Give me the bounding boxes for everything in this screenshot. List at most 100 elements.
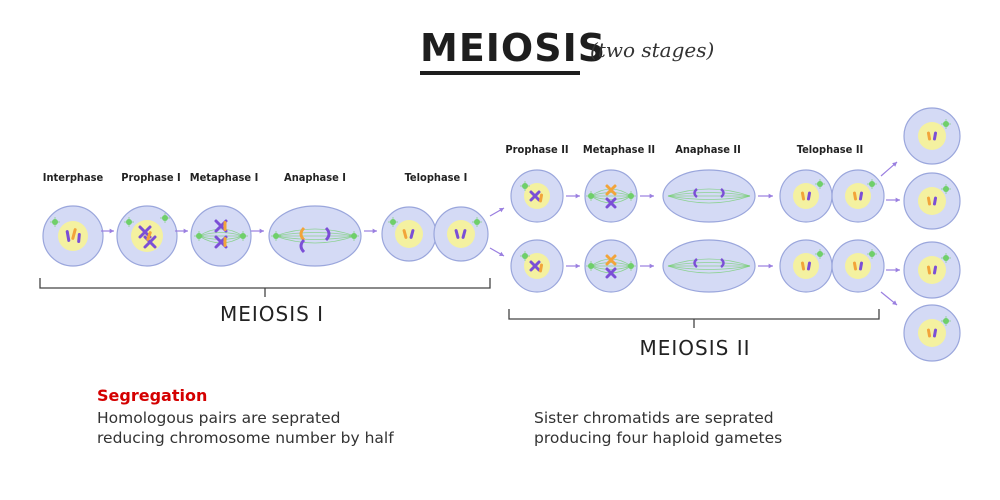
cell-gamete-1 (903, 107, 961, 165)
spindle-fiber (590, 192, 632, 197)
chromosome (926, 196, 932, 206)
nucleus (918, 122, 946, 150)
chromosome (605, 254, 617, 266)
segregation-title: Segregation (97, 386, 208, 405)
arrow (175, 228, 188, 234)
cell-prophase-1 (116, 205, 178, 267)
meiosis-1-description-line-1: Homologous pairs are seprated (97, 409, 341, 427)
label-interphase: Interphase (42, 171, 104, 184)
chromosome (852, 261, 858, 271)
spindle-fiber (667, 265, 751, 270)
chromosome (454, 229, 460, 239)
label-prophase-1: Prophase I (121, 171, 181, 184)
arrow (101, 228, 114, 234)
chromosome (858, 261, 864, 271)
chromosome (926, 265, 932, 275)
centrosome-rays (941, 119, 951, 129)
arrow (489, 207, 505, 217)
page-subtitle: (two stages) (590, 38, 715, 62)
chromosome (409, 229, 415, 239)
label-telophase-2: Telophase II (796, 143, 864, 156)
meiosis-2-bracket (508, 309, 880, 320)
nucleus (918, 256, 946, 284)
arrow-head (575, 263, 580, 269)
arrow (640, 193, 654, 199)
arrow-head (575, 193, 580, 199)
page-title: MEIOSIS (420, 26, 607, 70)
spindle-fiber (667, 195, 751, 200)
spindle-fiber (274, 235, 356, 244)
chromosome (693, 258, 698, 268)
section-meiosis-1: MEIOSIS I (219, 302, 325, 326)
spindle-fiber (667, 262, 751, 267)
spindle-fiber (667, 192, 751, 197)
spindle-fiber (198, 228, 244, 237)
centrosome-rays (586, 191, 596, 201)
chromosome (529, 260, 541, 272)
centrosome-rays (160, 213, 170, 223)
chromosome (926, 328, 932, 338)
meiosis-1-bracket (39, 278, 491, 289)
centrosome-rays (194, 231, 204, 241)
chromosome (299, 226, 306, 242)
chromosome (926, 131, 932, 141)
chromosome (806, 261, 812, 271)
section-meiosis-2: MEIOSIS II (639, 336, 751, 360)
spindle-fiber (590, 262, 632, 267)
arrow (251, 228, 264, 234)
chromosome (71, 228, 77, 240)
spindle-fiber (667, 258, 751, 267)
chromosome (605, 267, 617, 279)
arrow (880, 291, 898, 306)
centrosome-rays (124, 217, 134, 227)
arrow-head (183, 228, 188, 234)
arrow (886, 197, 900, 203)
spindle-fiber (667, 188, 751, 197)
chromosome (605, 197, 617, 209)
label-telophase-1: Telophase I (404, 171, 468, 184)
chromosome (800, 191, 806, 201)
arrow-head (895, 267, 900, 273)
centrosome-rays (472, 217, 482, 227)
meiosis-1-description-line-2: reducing chromosome number by half (97, 429, 394, 447)
arrow-head (768, 193, 773, 199)
centrosome-rays (867, 249, 877, 259)
label-metaphase-1: Metaphase I (189, 171, 259, 184)
spindle-fiber (198, 232, 244, 237)
label-metaphase-2: Metaphase II (582, 143, 656, 156)
nucleus (918, 319, 946, 347)
chromosome (299, 238, 306, 254)
nucleus (845, 253, 871, 279)
title-underline (420, 71, 580, 75)
cell-gamete-3 (903, 241, 961, 299)
spindle-fiber (667, 195, 751, 204)
spindle-fiber (274, 232, 356, 237)
spindle-fiber (274, 235, 356, 240)
chromosome (538, 263, 544, 273)
chromosome (461, 229, 467, 239)
chromosome (693, 188, 698, 198)
centrosome-rays (50, 217, 60, 227)
chromosome (324, 226, 331, 242)
spindle-fiber (667, 265, 751, 274)
spindle-fiber (590, 265, 632, 270)
centrosome-rays (586, 261, 596, 271)
arrow (886, 267, 900, 273)
arrow (758, 193, 773, 199)
centrosome-rays (520, 181, 530, 191)
chromosome (146, 231, 152, 241)
centrosome-rays (388, 217, 398, 227)
chromosome (720, 188, 725, 198)
chromosome (77, 233, 81, 243)
arrow-head (499, 208, 504, 213)
centrosome-rays (626, 261, 636, 271)
arrow (758, 263, 773, 269)
spindle-fiber (274, 228, 356, 237)
centrosome-rays (941, 184, 951, 194)
centrosome-rays (815, 249, 825, 259)
chromosome (852, 191, 858, 201)
cell-gamete-2 (903, 172, 961, 230)
arrow (640, 263, 654, 269)
nucleus (395, 220, 423, 248)
